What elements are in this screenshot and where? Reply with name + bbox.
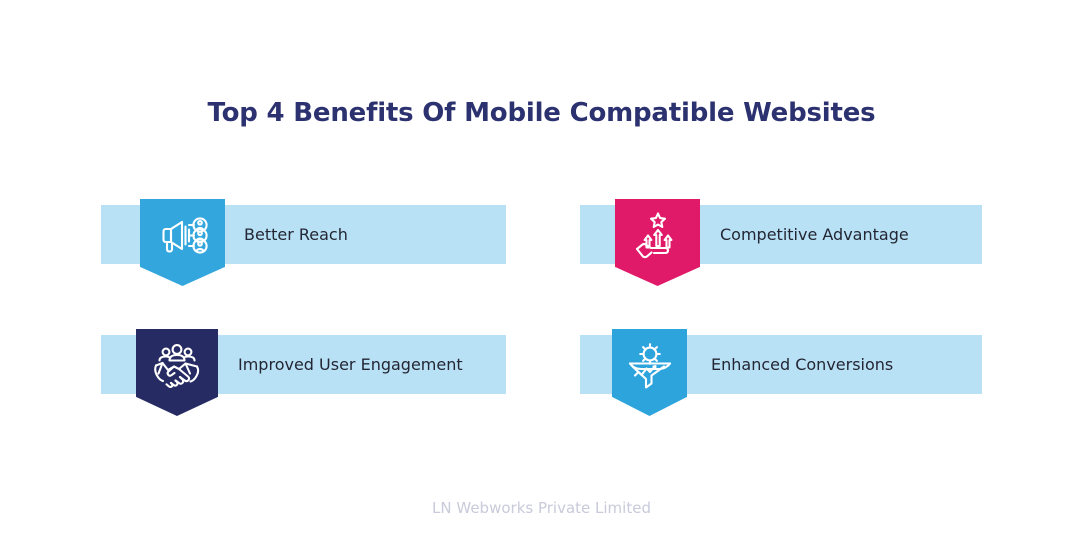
benefit-label: Competitive Advantage <box>720 225 909 244</box>
handshake-group-icon <box>150 329 204 391</box>
benefit-ribbon-better-reach <box>140 199 225 286</box>
megaphone-audience-icon <box>157 199 209 261</box>
benefit-ribbon-enhanced-conversions <box>612 329 687 416</box>
benefit-card-competitive-advantage[interactable]: Competitive Advantage <box>580 199 982 286</box>
benefit-card-enhanced-conversions[interactable]: Enhanced Conversions <box>580 329 982 416</box>
footer-credit: LN Webworks Private Limited <box>432 499 651 517</box>
benefit-ribbon-user-engagement <box>136 329 218 416</box>
funnel-gear-chart-icon <box>624 329 676 391</box>
hand-growth-arrows-star-icon <box>632 199 684 261</box>
benefit-label: Enhanced Conversions <box>711 355 894 374</box>
benefit-card-better-reach[interactable]: Better Reach <box>101 199 506 286</box>
benefit-label: Improved User Engagement <box>238 355 463 374</box>
benefit-label: Better Reach <box>244 225 348 244</box>
page-title: Top 4 Benefits Of Mobile Compatible Webs… <box>207 98 876 128</box>
benefit-card-user-engagement[interactable]: Improved User Engagement <box>101 329 506 416</box>
benefit-ribbon-competitive-advantage <box>615 199 700 286</box>
